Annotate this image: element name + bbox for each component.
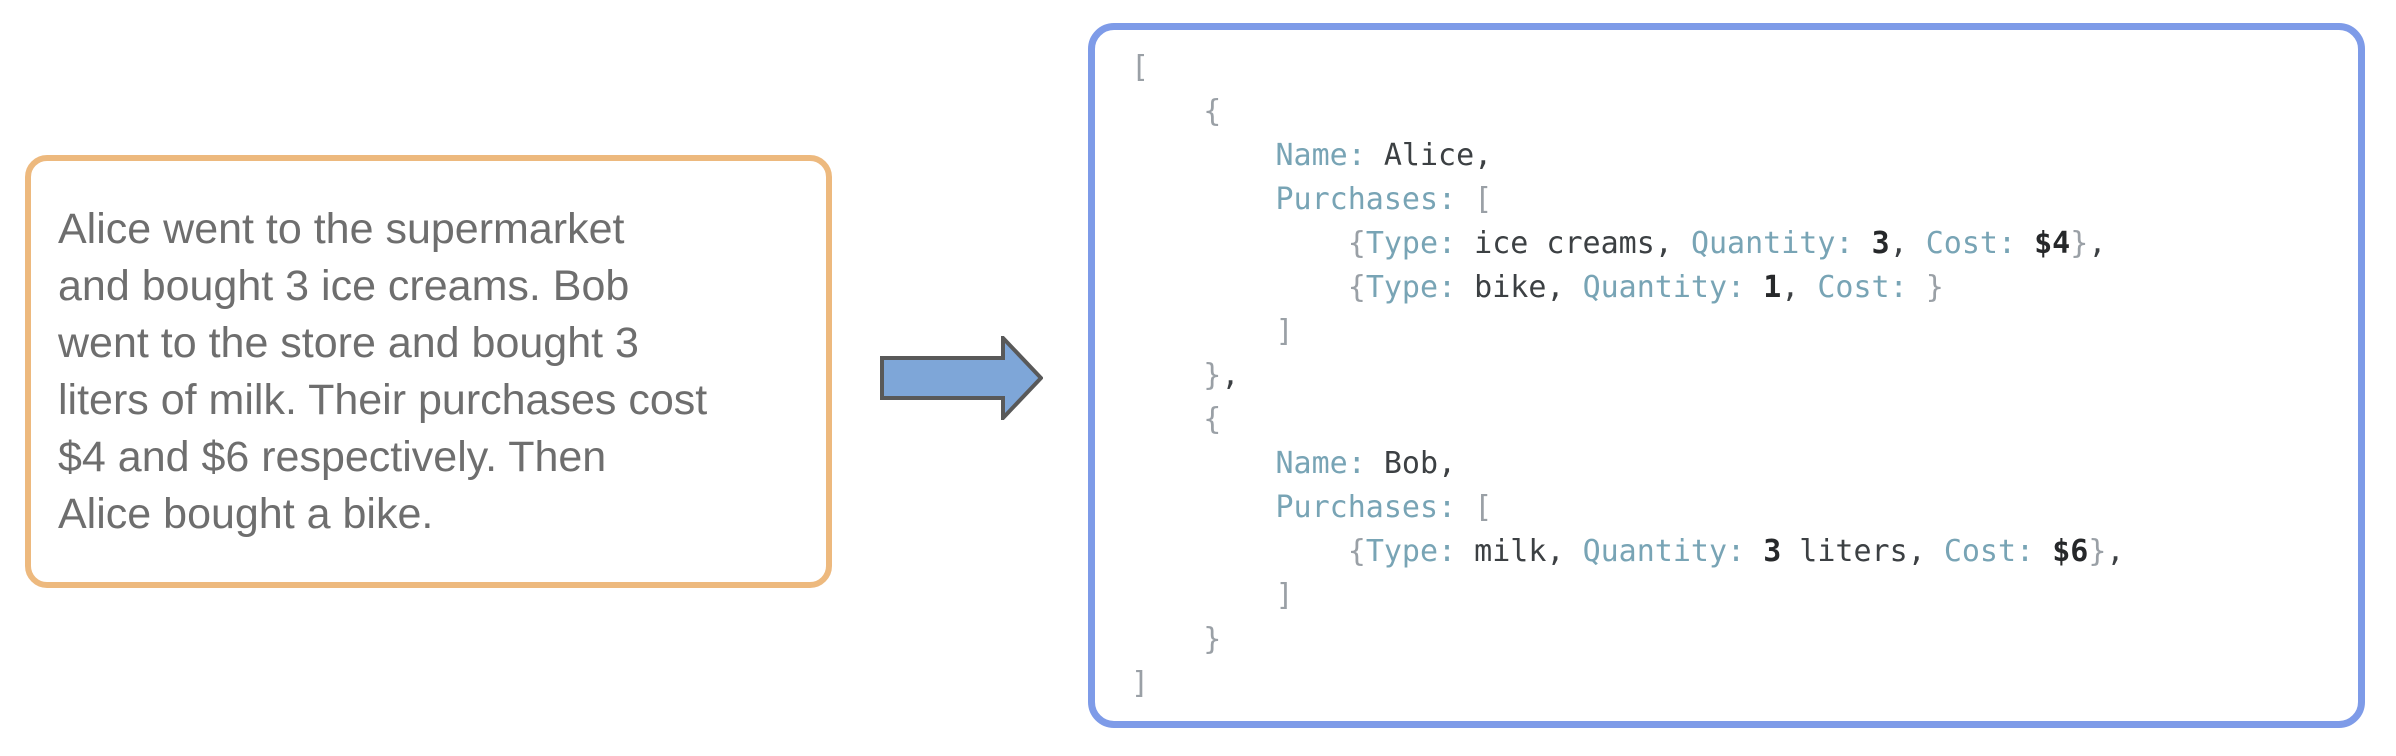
code-line: ] [1131,574,2348,618]
code-token-punct: } [1925,270,1944,305]
code-line: { [1131,90,2348,134]
code-token-value: ice creams, [1456,226,1691,261]
code-token-punct: [ [1131,50,1150,85]
story-text-line: liters of milk. Their purchases cost [58,375,708,424]
code-token-num: 3 [1763,534,1782,569]
story-text-box: Alice went to the supermarket and bought … [25,155,832,588]
code-token-key: Purchases: [1275,490,1457,525]
code-token-value: , [2088,226,2107,261]
code-token-punct: [ [1474,490,1493,525]
story-text: Alice went to the supermarket and bought … [31,201,707,543]
code-token-value: , [1889,226,1926,261]
code-token-value: bike, [1456,270,1583,305]
code-token-value [2016,226,2034,261]
story-text-line: $4 and $6 respectively. Then [58,432,607,481]
code-token-num: $4 [2034,226,2071,261]
story-text-line: went to the store and bought 3 [58,318,639,367]
code-token-value: liters, [1781,534,1944,569]
code-token-value [1131,182,1276,217]
code-token-value [1131,138,1276,173]
right-arrow-icon [880,336,1043,420]
code-token-punct: { [1347,534,1366,569]
right-arrow-shape [880,336,1043,420]
code-token-punct: ] [1131,578,1294,613]
code-token-value: Bob, [1365,446,1457,481]
code-token-value [1131,490,1276,525]
code-token-punct: } [1131,358,1222,393]
code-line: { [1131,398,2348,442]
code-token-key: Type: [1365,226,1457,261]
code-line: Name: Alice, [1131,134,2348,178]
code-token-key: Quantity: [1582,270,1746,305]
code-token-value [1131,226,1348,261]
story-text-line: Alice went to the supermarket [58,204,625,253]
code-line: } [1131,618,2348,662]
code-line: Purchases: [ [1131,486,2348,530]
code-line: [ [1131,46,2348,90]
code-token-key: Cost: [1817,270,1908,305]
code-token-value [2034,534,2052,569]
code-token-key: Type: [1365,270,1457,305]
code-line: {Type: milk, Quantity: 3 liters, Cost: $… [1131,530,2348,574]
code-line: Purchases: [ [1131,178,2348,222]
code-token-punct: } [2088,534,2107,569]
code-token-key: Quantity: [1690,226,1854,261]
story-text-line: Alice bought a bike. [58,489,434,538]
code-token-value [1131,446,1276,481]
code-token-punct: { [1131,94,1222,129]
code-token-punct: [ [1474,182,1493,217]
code-token-key: Quantity: [1582,534,1746,569]
code-line: }, [1131,354,2348,398]
code-token-key: Type: [1365,534,1457,569]
code-line: Name: Bob, [1131,442,2348,486]
code-token-num: 1 [1763,270,1782,305]
json-output-box: [ { Name: Alice, Purchases: [ {Type: ice… [1088,23,2365,728]
code-token-value: , [1221,358,1240,393]
code-token-punct: { [1347,226,1366,261]
code-token-value: , [2106,534,2125,569]
code-line: ] [1131,662,2348,706]
code-token-key: Purchases: [1275,182,1457,217]
code-token-key: Name: [1275,446,1366,481]
code-token-value [1131,534,1348,569]
code-token-key: Cost: [1943,534,2035,569]
code-token-value [1854,226,1872,261]
code-token-key: Name: [1275,138,1366,173]
code-token-value [1456,182,1474,217]
code-token-punct: { [1347,270,1366,305]
code-line: {Type: ice creams, Quantity: 3, Cost: $4… [1131,222,2348,266]
code-token-punct: } [1131,622,1222,657]
code-token-value [1131,270,1348,305]
code-token-key: Cost: [1925,226,2017,261]
code-token-num: $6 [2052,534,2089,569]
code-token-punct: ] [1131,314,1294,349]
code-line: ] [1131,310,2348,354]
code-token-value: , [1781,270,1818,305]
code-line: {Type: bike, Quantity: 1, Cost: } [1131,266,2348,310]
json-code: [ { Name: Alice, Purchases: [ {Type: ice… [1095,30,2358,706]
code-token-value [1908,270,1926,305]
code-token-value [1745,534,1763,569]
code-token-punct: ] [1131,666,1150,701]
code-token-value: milk, [1456,534,1583,569]
code-token-punct: } [2070,226,2089,261]
code-token-value: Alice, [1365,138,1493,173]
story-text-line: and bought 3 ice creams. Bob [58,261,630,310]
code-token-num: 3 [1871,226,1890,261]
code-token-value [1456,490,1474,525]
code-token-value [1745,270,1763,305]
code-token-punct: { [1131,402,1222,437]
